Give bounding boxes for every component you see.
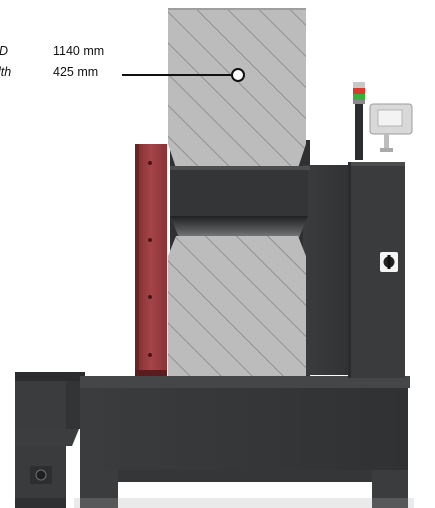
workpiece-lower (168, 236, 306, 376)
leader-dot-icon (231, 68, 245, 82)
spec-d-value: 1140 mm (53, 44, 105, 58)
spec-d-label: D (0, 44, 8, 58)
clamp-plate (135, 144, 167, 376)
rotary-switch-icon (380, 252, 398, 272)
spec-width-value: 425 mm (53, 65, 99, 79)
feeder-unit (15, 372, 85, 508)
spec-leader (122, 68, 245, 82)
press-arm (170, 166, 310, 240)
control-panel-icon (369, 103, 413, 152)
base-frame (74, 376, 414, 508)
signal-tower-icon (353, 82, 365, 160)
spec-width-label: width (0, 65, 12, 79)
workpiece-upper (168, 8, 306, 168)
